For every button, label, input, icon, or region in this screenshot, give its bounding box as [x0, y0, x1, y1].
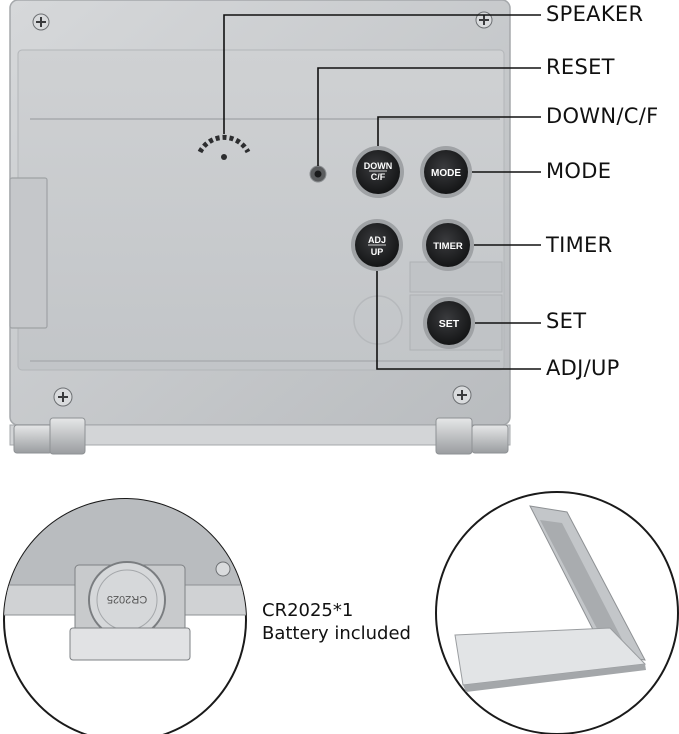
- mode-label: MODE: [431, 168, 461, 179]
- down-label: DOWN: [364, 161, 393, 171]
- reset-hole[interactable]: [309, 165, 327, 183]
- up-label: UP: [371, 247, 384, 257]
- timer-label: TIMER: [433, 241, 463, 252]
- reset-callout-label: RESET: [546, 55, 615, 79]
- timer-callout-label: TIMER: [546, 233, 613, 257]
- adj-up-button[interactable]: ADJ UP: [351, 219, 403, 271]
- battery-compartment-inset: CR2025: [3, 498, 247, 734]
- battery-model-text: CR2025*1: [262, 600, 354, 621]
- screw-icon: [32, 11, 493, 407]
- mode-button[interactable]: MODE: [420, 146, 472, 198]
- adj-up-callout-label: ADJ/UP: [546, 356, 620, 380]
- stand-hinge: [9, 417, 511, 455]
- down-cf-button[interactable]: DOWN C/F: [352, 146, 404, 198]
- set-button[interactable]: SET: [423, 297, 475, 349]
- down-cf-callout-label: DOWN/C/F: [546, 104, 659, 128]
- speaker-callout-label: SPEAKER: [546, 2, 644, 26]
- battery-cell-marking: CR2025: [107, 593, 147, 605]
- speaker-icon: [197, 134, 251, 160]
- stand-inset: [435, 491, 679, 734]
- clock-back-body: [9, 0, 511, 426]
- cf-label: C/F: [371, 172, 386, 182]
- mode-callout-label: MODE: [546, 159, 612, 183]
- timer-button[interactable]: TIMER: [422, 219, 474, 271]
- callout-lines: [223, 14, 541, 370]
- adj-label: ADJ: [368, 235, 386, 245]
- set-callout-label: SET: [546, 309, 587, 333]
- battery-included-text: Battery included: [262, 623, 411, 644]
- set-label: SET: [439, 318, 460, 330]
